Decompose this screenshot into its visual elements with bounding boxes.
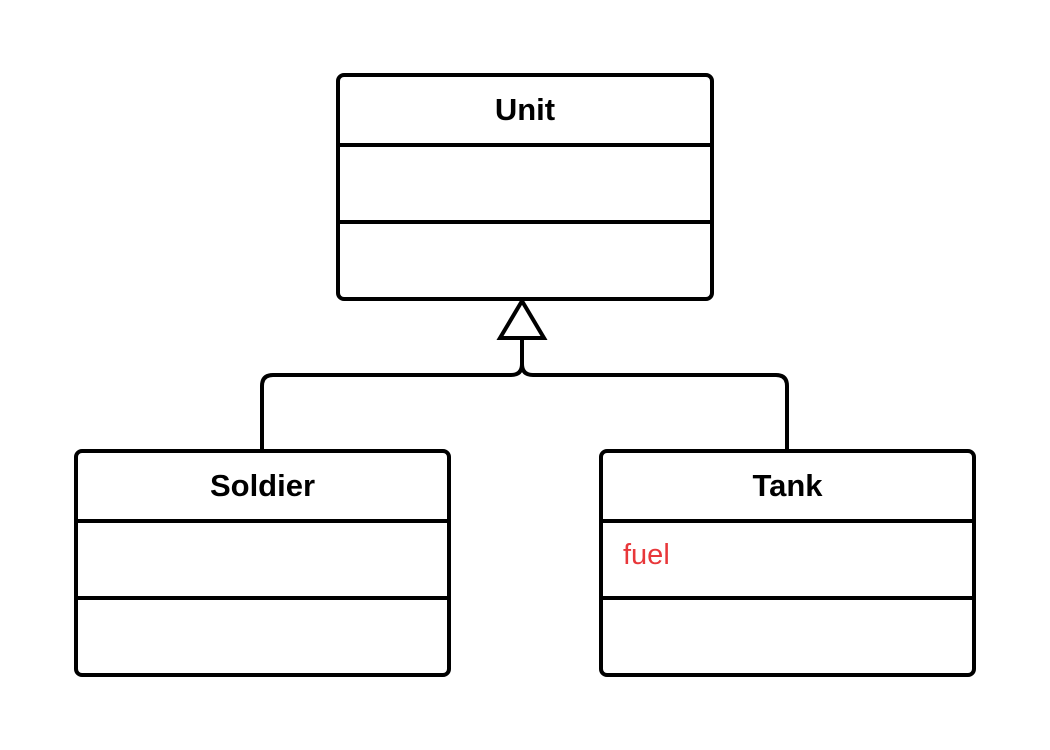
- class-name-soldier: Soldier: [78, 453, 447, 523]
- soldier-to-unit-connector: [260, 338, 524, 449]
- attributes-soldier: [78, 523, 447, 600]
- attribute-fuel: fuel: [623, 539, 670, 571]
- class-soldier[interactable]: Soldier: [74, 449, 451, 677]
- attributes-tank: fuel: [603, 523, 972, 600]
- attributes-unit: [340, 147, 710, 224]
- tank-to-unit-connector: [520, 338, 789, 449]
- operations-unit: [340, 224, 710, 297]
- generalization-arrowhead: [496, 297, 548, 340]
- class-tank[interactable]: Tank fuel: [599, 449, 976, 677]
- operations-tank: [603, 600, 972, 673]
- class-name-unit: Unit: [340, 77, 710, 147]
- operations-soldier: [78, 600, 447, 673]
- class-unit[interactable]: Unit: [336, 73, 714, 301]
- class-name-tank: Tank: [603, 453, 972, 523]
